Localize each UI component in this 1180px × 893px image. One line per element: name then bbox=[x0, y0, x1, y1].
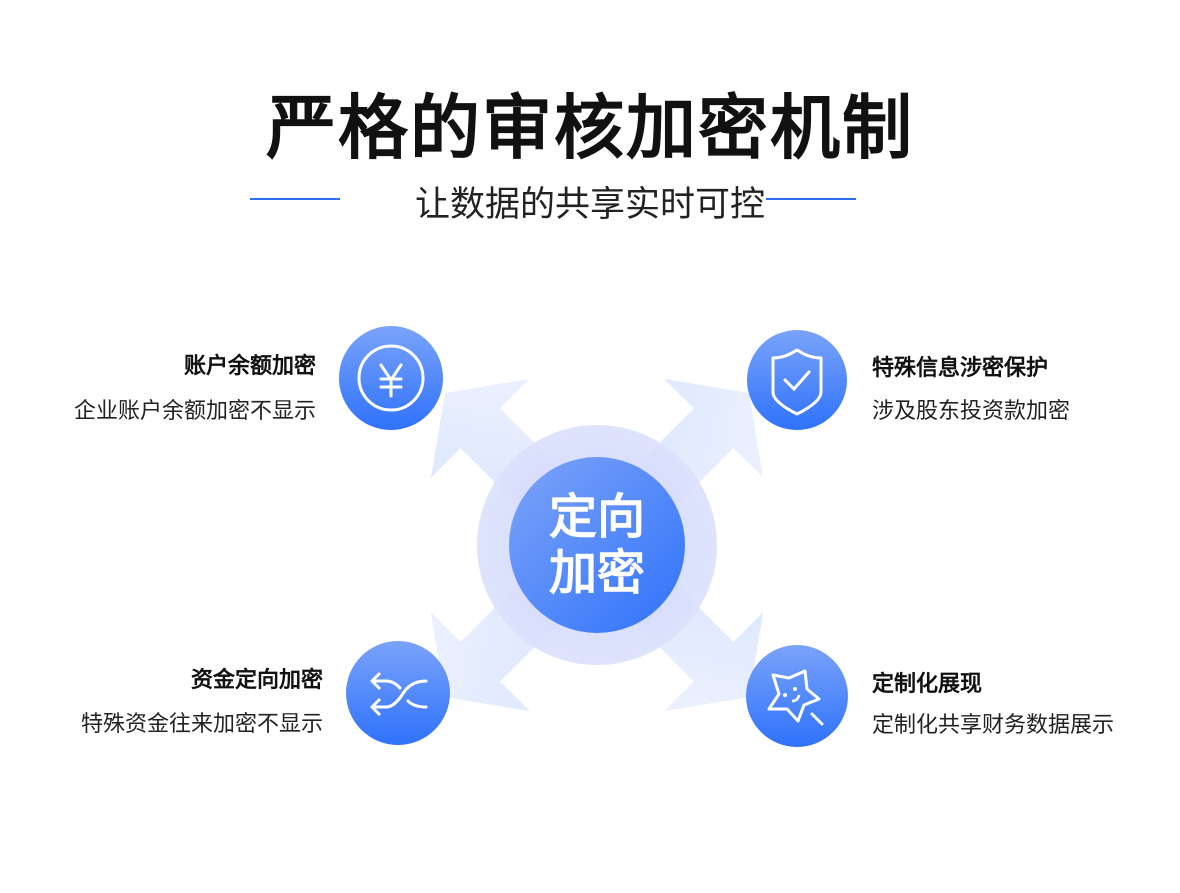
page-subtitle: 让数据的共享实时可控 bbox=[414, 185, 765, 225]
yen-icon bbox=[357, 344, 425, 412]
divider-right bbox=[766, 198, 856, 200]
feature-title-balance: 账户余额加密 bbox=[183, 354, 316, 379]
shuffle-icon bbox=[370, 671, 428, 717]
center-badge: 定向加密 bbox=[509, 457, 685, 633]
center-line1: 定向 bbox=[548, 489, 645, 545]
page-title: 严格的审核加密机制 bbox=[266, 87, 914, 169]
feature-title-protect: 特殊信息涉密保护 bbox=[872, 356, 1049, 381]
divider-left bbox=[250, 198, 340, 200]
feature-desc-custom: 定制化共享财务数据展示 bbox=[872, 713, 1115, 738]
feature-title-fund: 资金定向加密 bbox=[190, 668, 323, 693]
feature-icon-balance bbox=[339, 326, 443, 430]
feature-desc-protect: 涉及股东投资款加密 bbox=[872, 399, 1071, 424]
feature-title-custom: 定制化展现 bbox=[872, 672, 983, 697]
feature-desc-balance: 企业账户余额加密不显示 bbox=[73, 399, 316, 424]
center-line2: 加密 bbox=[548, 545, 645, 601]
feature-desc-fund: 特殊资金往来加密不显示 bbox=[80, 712, 323, 737]
feature-icon-protect bbox=[747, 330, 847, 430]
shield-check-icon bbox=[771, 348, 823, 416]
star-icon bbox=[767, 669, 824, 726]
feature-icon-fund bbox=[346, 641, 450, 745]
feature-icon-custom bbox=[746, 645, 848, 747]
